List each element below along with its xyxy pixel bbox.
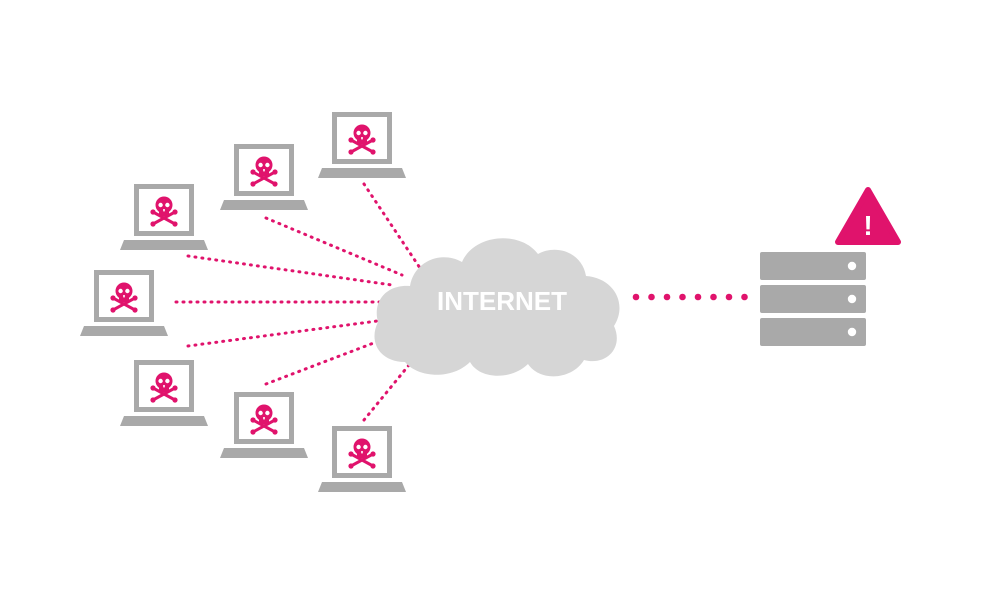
laptop-base — [120, 416, 208, 426]
server-led — [847, 294, 857, 304]
server-unit — [760, 252, 866, 280]
connection-line — [362, 182, 422, 270]
connection-line — [264, 334, 394, 386]
skull-icon — [150, 372, 178, 403]
server-connection — [632, 293, 748, 301]
server-stack-icon — [760, 252, 866, 346]
skull-icon — [250, 404, 278, 435]
skull-icon — [348, 124, 376, 155]
laptop-base — [120, 240, 208, 250]
link-dot — [694, 293, 702, 301]
link-dot — [663, 293, 671, 301]
laptop-with-skull-icon — [120, 360, 208, 426]
laptop-base — [318, 482, 406, 492]
warning-glyph: ! — [863, 210, 872, 241]
connection-line — [264, 216, 404, 277]
laptop-with-skull-icon — [220, 392, 308, 458]
laptop-with-skull-icon — [120, 184, 208, 250]
connection-line — [186, 318, 387, 348]
internet-cloud: INTERNET — [374, 238, 620, 377]
server-unit — [760, 285, 866, 313]
link-dot — [710, 293, 717, 301]
cloud-icon — [374, 238, 620, 377]
server-unit — [760, 318, 866, 346]
laptop-base — [220, 200, 308, 210]
laptop-with-skull-icon — [220, 144, 308, 210]
infected-devices — [80, 112, 406, 492]
laptop-base — [220, 448, 308, 458]
link-dot — [725, 293, 733, 301]
skull-icon — [150, 196, 178, 227]
warning-triangle-icon: ! — [835, 187, 901, 245]
server-led — [847, 261, 857, 271]
laptop-with-skull-icon — [318, 112, 406, 178]
cloud-label: INTERNET — [437, 286, 567, 316]
laptop-base — [318, 168, 406, 178]
laptop-base — [80, 326, 168, 336]
laptop-with-skull-icon — [318, 426, 406, 492]
skull-icon — [110, 282, 138, 313]
link-dot — [679, 293, 686, 301]
connection-line — [186, 254, 394, 287]
link-dot — [648, 293, 655, 301]
laptop-with-skull-icon — [80, 270, 168, 336]
skull-icon — [348, 438, 376, 469]
link-dot — [741, 293, 748, 301]
server-led — [847, 327, 857, 337]
link-dot — [632, 293, 640, 301]
skull-icon — [250, 156, 278, 187]
